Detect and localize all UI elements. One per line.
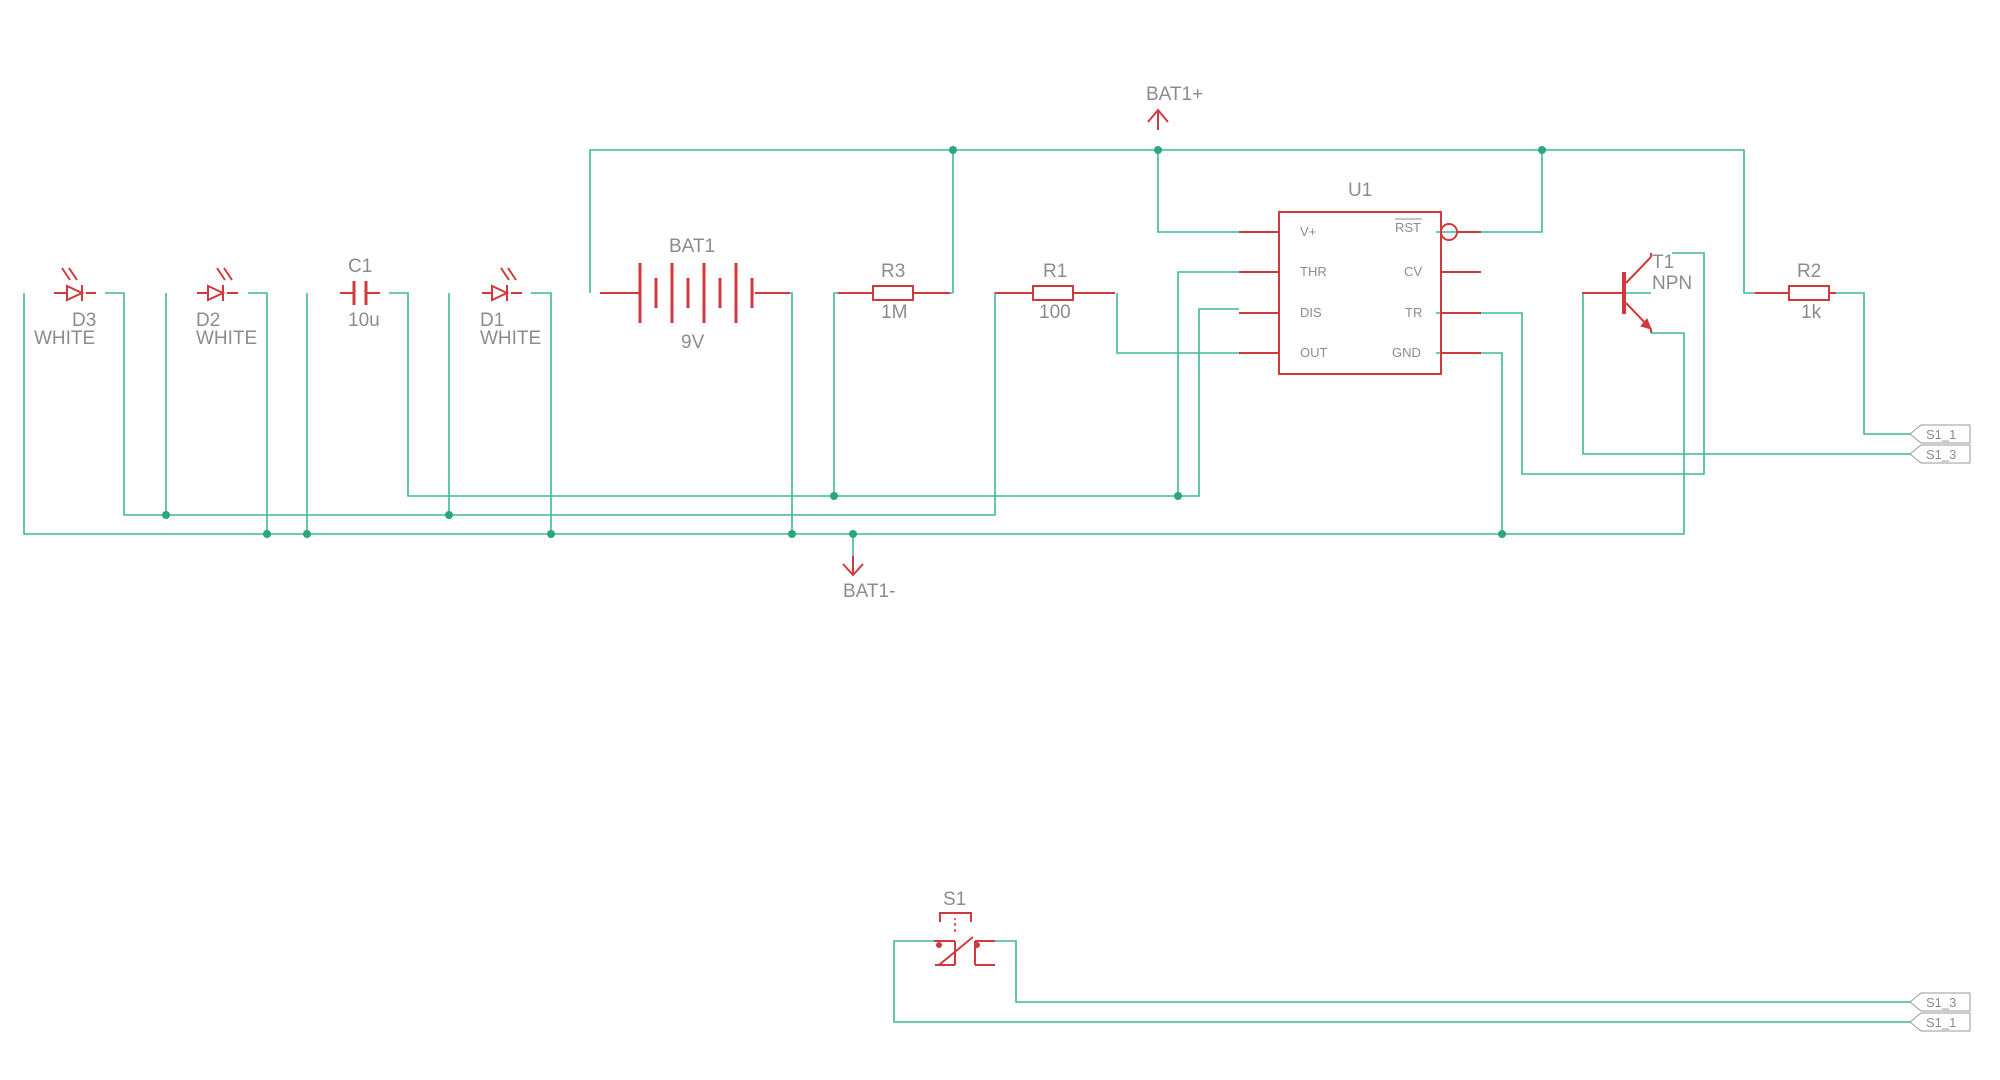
d3-ref: D3 — [72, 310, 96, 331]
switch-s1: S1 — [934, 889, 995, 966]
net-label-bottom-s1-3: S1_3 — [1909, 992, 1971, 1012]
resistor-r3: R3 1M — [838, 261, 950, 323]
resistor-r1: R1 100 — [995, 261, 1115, 323]
supply-negative-label: BAT1- — [843, 581, 895, 602]
u1-pin-gnd: GND — [1392, 345, 1421, 360]
d3-value: WHITE — [34, 328, 95, 349]
ic-u1: U1 V+ THR DIS OUT RST CV TR GND — [1239, 180, 1481, 375]
u1-pin-dis: DIS — [1300, 305, 1322, 320]
u1-pin-rst: RST — [1395, 220, 1421, 235]
r1-ref: R1 — [1043, 261, 1067, 282]
bat1-ref: BAT1 — [669, 236, 715, 257]
u1-pin-thr: THR — [1300, 264, 1327, 279]
net-label-top-s1-3: S1_3 — [1909, 444, 1971, 464]
capacitor-c1: C1 10u — [340, 256, 380, 331]
net-label-top-s1-1: S1_1 — [1909, 424, 1971, 444]
supply-negative: BAT1- — [842, 556, 895, 602]
d1-ref: D1 — [480, 310, 504, 331]
c1-value: 10u — [348, 310, 380, 331]
u1-ref: U1 — [1348, 180, 1372, 201]
net-label-top-s1-1-text: S1_1 — [1926, 427, 1956, 442]
u1-pin-vplus: V+ — [1300, 224, 1316, 239]
junctions — [162, 146, 1546, 538]
d2-ref: D2 — [196, 310, 220, 331]
c1-ref: C1 — [348, 256, 372, 277]
u1-pin-cv: CV — [1404, 264, 1422, 279]
u1-pin-tr: TR — [1405, 305, 1422, 320]
r1-value: 100 — [1039, 302, 1071, 323]
net-label-bottom-s1-1-text: S1_1 — [1926, 1015, 1956, 1030]
r2-value: 1k — [1801, 302, 1822, 323]
supply-positive-label: BAT1+ — [1146, 84, 1203, 105]
transistor-t1: T1 NPN — [1582, 252, 1692, 333]
battery-bat1: BAT1 9V — [600, 236, 790, 353]
led-d1: D1 WHITE — [480, 267, 541, 349]
r3-ref: R3 — [881, 261, 905, 282]
net-label-bottom-s1-3-text: S1_3 — [1926, 995, 1956, 1010]
net-label-top-s1-3-text: S1_3 — [1926, 447, 1956, 462]
d2-value: WHITE — [196, 328, 257, 349]
t1-value: NPN — [1652, 273, 1692, 294]
r3-value: 1M — [881, 302, 907, 323]
d1-value: WHITE — [480, 328, 541, 349]
led-d2: D2 WHITE — [196, 267, 257, 349]
wires — [23, 149, 1910, 1023]
net-label-bottom-s1-1: S1_1 — [1909, 1012, 1971, 1032]
r2-ref: R2 — [1797, 261, 1821, 282]
resistor-r2: R2 1k — [1755, 261, 1836, 323]
s1-ref: S1 — [943, 889, 966, 910]
bat1-value: 9V — [681, 332, 705, 353]
led-d3: D3 WHITE — [34, 267, 96, 349]
t1-ref: T1 — [1652, 252, 1674, 273]
u1-pin-out: OUT — [1300, 345, 1328, 360]
supply-positive: BAT1+ — [1146, 84, 1203, 130]
